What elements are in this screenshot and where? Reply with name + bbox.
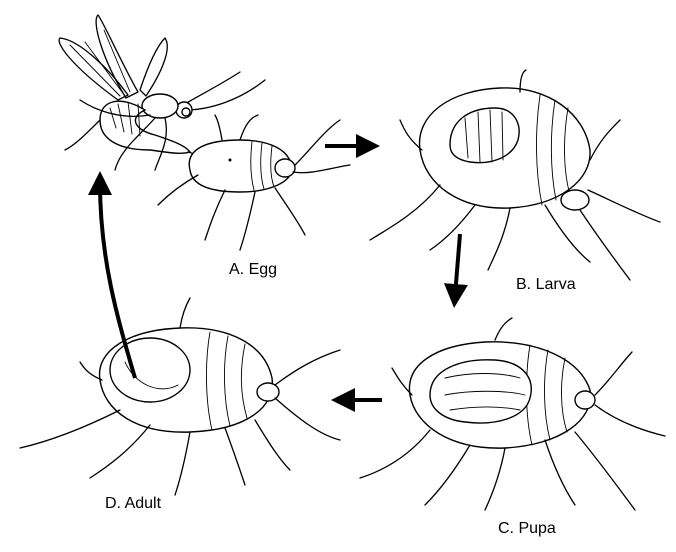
aphid-a-drawing xyxy=(158,115,350,250)
label-larva: B. Larva xyxy=(516,276,576,294)
aphid-c-drawing xyxy=(360,318,665,510)
label-pupa: C. Pupa xyxy=(498,520,556,538)
label-adult: D. Adult xyxy=(105,495,161,513)
label-egg: A. Egg xyxy=(229,261,277,279)
aphid-b-drawing xyxy=(370,70,660,280)
arrow-larva-to-pupa xyxy=(455,234,460,296)
aphid-d-drawing xyxy=(20,298,340,495)
